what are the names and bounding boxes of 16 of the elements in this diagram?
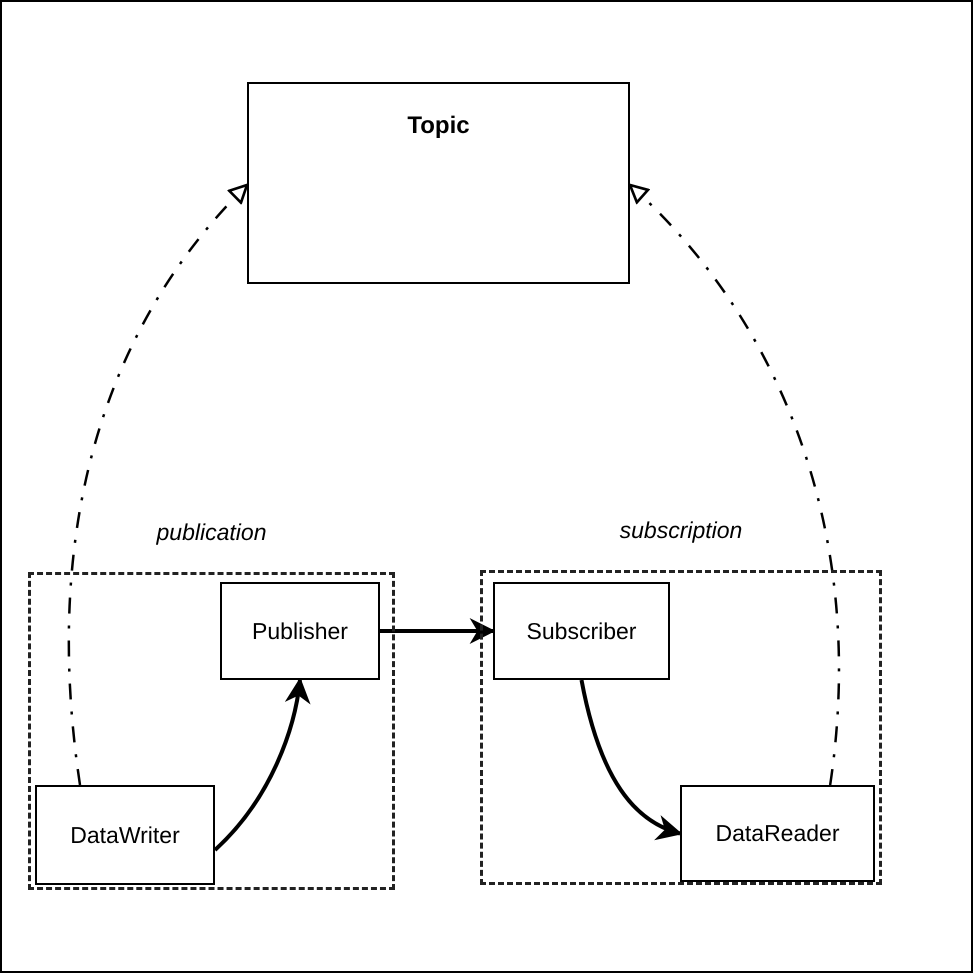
node-label: Publisher — [252, 618, 348, 644]
dash-dot-arrow — [628, 184, 840, 786]
process-box — [493, 582, 670, 680]
arrow — [380, 618, 496, 644]
dash-dot-arrow — [68, 184, 248, 786]
node-label: DataWriter — [70, 822, 180, 848]
node-label: Subscriber — [526, 618, 636, 644]
process-box — [680, 785, 875, 882]
process-box — [35, 785, 215, 885]
group-label: publication — [155, 519, 268, 546]
node-label: Topic — [407, 112, 470, 140]
topic-box — [247, 82, 630, 284]
arrow — [580, 680, 682, 839]
node-label: DataReader — [715, 820, 840, 847]
process-box — [220, 582, 380, 680]
group-label: subscription — [618, 517, 744, 544]
